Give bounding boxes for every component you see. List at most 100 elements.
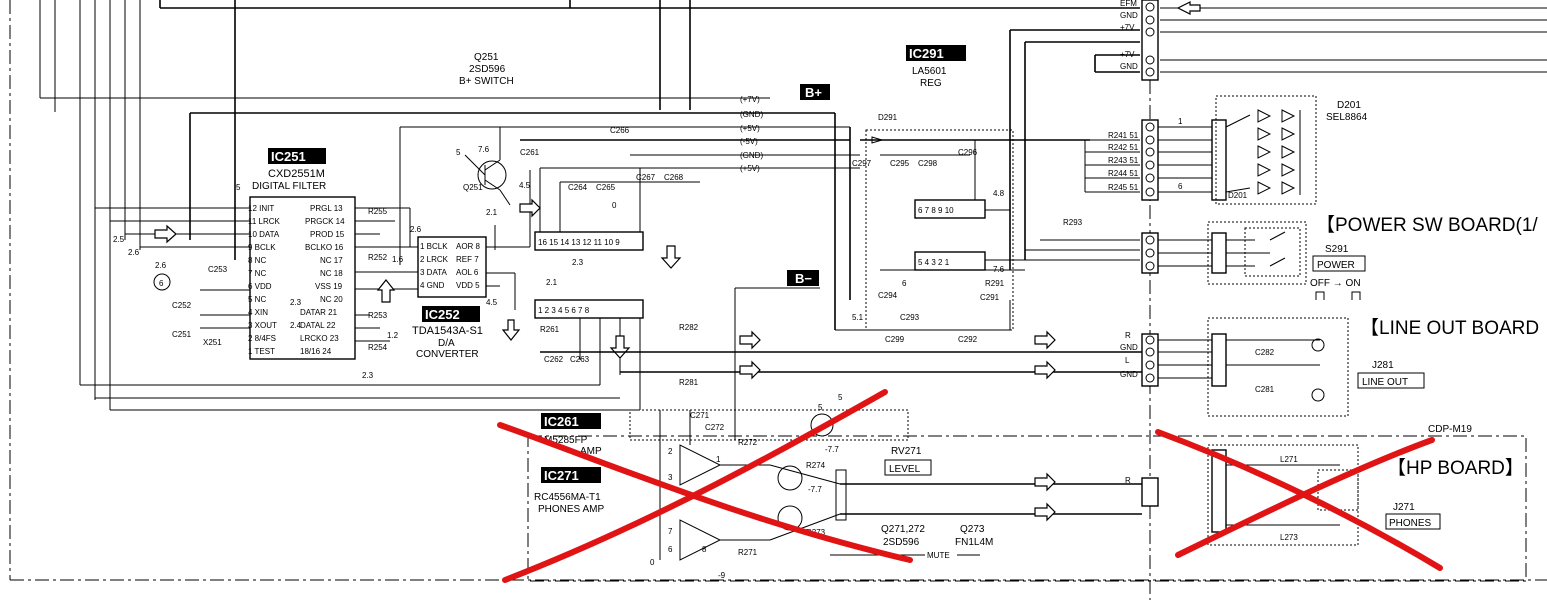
- phones-label: PHONES: [1389, 518, 1432, 529]
- bplus-tag: B+: [805, 85, 822, 100]
- svg-text:NC 17: NC 17: [320, 256, 343, 265]
- rail-label-1: (GND): [740, 110, 763, 119]
- conn-label-0: EFM: [1120, 0, 1137, 8]
- ic291-tag: IC291: [909, 46, 944, 61]
- svg-text:R241 51: R241 51: [1108, 131, 1139, 140]
- r291-label: R291: [985, 279, 1005, 288]
- c298-label: C298: [918, 159, 938, 168]
- svg-text:5: 5: [838, 393, 843, 402]
- ic252-desc1: D/A: [438, 338, 455, 349]
- svg-text:-9: -9: [718, 571, 726, 580]
- c253-label: C253: [208, 265, 228, 274]
- ic252-wires: [486, 170, 531, 310]
- q273-transistor: [810, 413, 834, 437]
- hp-region: [527, 435, 1527, 582]
- svg-text:4 XIN: 4 XIN: [248, 308, 268, 317]
- signal-arrow-icon: [154, 224, 177, 244]
- c282-label: C282: [1255, 348, 1275, 357]
- connector-s291: [1211, 232, 1227, 274]
- q273-ref: Q273: [960, 524, 985, 535]
- svg-text:0: 0: [650, 558, 655, 567]
- ic291-part: LA5601: [912, 66, 947, 77]
- q251-transistor: [477, 160, 507, 190]
- svg-text:5.1: 5.1: [852, 313, 864, 322]
- c291-label: C291: [980, 293, 1000, 302]
- svg-text:AOL 6: AOL 6: [456, 268, 479, 277]
- rv271-pot: [835, 469, 847, 521]
- bminus-tag: B−: [795, 271, 812, 286]
- svg-text:5 4 3 2 1: 5 4 3 2 1: [918, 258, 950, 267]
- ic252-desc2: CONVERTER: [416, 349, 479, 360]
- power-label-box: [1312, 255, 1366, 272]
- led-resistors: R241 51 R242 51 R243 51 R244 51 R245 51: [1084, 131, 1140, 193]
- power-board-title: 【POWER SW BOARD(1/: [1316, 214, 1538, 236]
- r293-label: R293: [1063, 218, 1083, 227]
- ic251-tag-bg: [268, 148, 326, 164]
- s291-ref: S291: [1325, 244, 1349, 255]
- r254-label: R254: [368, 343, 388, 352]
- c261-label: C261: [520, 148, 540, 157]
- rail-label-4: (GND): [740, 151, 763, 160]
- r274-label: R274: [806, 461, 826, 470]
- level-label: LEVEL: [889, 464, 921, 475]
- d201-ref: D201: [1337, 100, 1361, 111]
- connector-hp: [1141, 477, 1159, 507]
- ic251-wires: [79, 0, 640, 411]
- connector-j271: [1211, 449, 1227, 533]
- ic291-desc: REG: [920, 78, 942, 89]
- svg-text:GND: GND: [1120, 343, 1138, 352]
- ic252-pins: 1 BCLK 2 LRCK 3 DATA 4 GND AOR 8 REF 7 A…: [420, 242, 481, 290]
- ic261-top-pins: [534, 231, 644, 251]
- c297-label: C297: [852, 159, 872, 168]
- phones-label-box: [1385, 513, 1441, 530]
- j271-ref: J271: [1393, 502, 1415, 513]
- svg-text:1: 1: [1178, 117, 1183, 126]
- svg-text:2.6: 2.6: [410, 225, 422, 234]
- svg-text:5: 5: [456, 148, 461, 157]
- red-cross-left: [497, 389, 913, 583]
- ic261-desc: AMP: [580, 446, 602, 457]
- r281-label: R281: [679, 378, 699, 387]
- svg-text:1 BCLK: 1 BCLK: [420, 242, 448, 251]
- ic251-tag: IC251: [271, 149, 306, 164]
- conn-label-3: +7V: [1120, 50, 1135, 59]
- svg-text:1.2: 1.2: [387, 331, 399, 340]
- c295-label: C295: [890, 159, 910, 168]
- c262-label: C262: [544, 355, 564, 364]
- arrow-icon: [1176, 1, 1201, 15]
- ic291-tag-bg: [906, 45, 966, 61]
- svg-text:6: 6: [902, 279, 907, 288]
- ic251-part: CXD2551M: [268, 168, 325, 180]
- svg-text:REF 7: REF 7: [456, 255, 479, 264]
- svg-text:7: 7: [668, 527, 673, 536]
- c263-label: C263: [570, 355, 590, 364]
- svg-text:DATAL 22: DATAL 22: [300, 321, 336, 330]
- ic271-tag: IC271: [544, 468, 579, 483]
- svg-text:2.5: 2.5: [113, 235, 125, 244]
- svg-text:-7.7: -7.7: [825, 445, 839, 454]
- power-label: POWER: [1317, 260, 1355, 271]
- svg-text:8 NC: 8 NC: [248, 256, 266, 265]
- conn-label-1: GND: [1120, 11, 1138, 20]
- ic261-part: M5285FP: [544, 435, 588, 446]
- svg-text:11 LRCK: 11 LRCK: [248, 217, 281, 226]
- svg-text:1 2 3 4 5 6 7 8: 1 2 3 4 5 6 7 8: [538, 306, 590, 315]
- led-matrix: [1225, 109, 1301, 195]
- led-board: [1215, 95, 1317, 205]
- ic261-bottom-pins: [534, 299, 644, 319]
- svg-text:2.1: 2.1: [486, 208, 498, 217]
- q251-desc: B+ SWITCH: [459, 76, 514, 87]
- d201-part: SEL8864: [1326, 112, 1368, 123]
- svg-text:2.6: 2.6: [128, 248, 140, 257]
- svg-text:2 8/4FS: 2 8/4FS: [248, 334, 276, 343]
- q271-transistor: [777, 465, 803, 491]
- svg-text:BCLKO 16: BCLKO 16: [305, 243, 344, 252]
- r252-label: R252: [368, 253, 388, 262]
- svg-text:3: 3: [668, 473, 673, 482]
- svg-text:8: 8: [702, 545, 707, 554]
- svg-text:2: 2: [668, 447, 673, 456]
- c272-label: C272: [705, 423, 725, 432]
- c294-label: C294: [878, 291, 898, 300]
- svg-text:AOR 8: AOR 8: [456, 242, 481, 251]
- svg-text:2.6: 2.6: [155, 261, 167, 270]
